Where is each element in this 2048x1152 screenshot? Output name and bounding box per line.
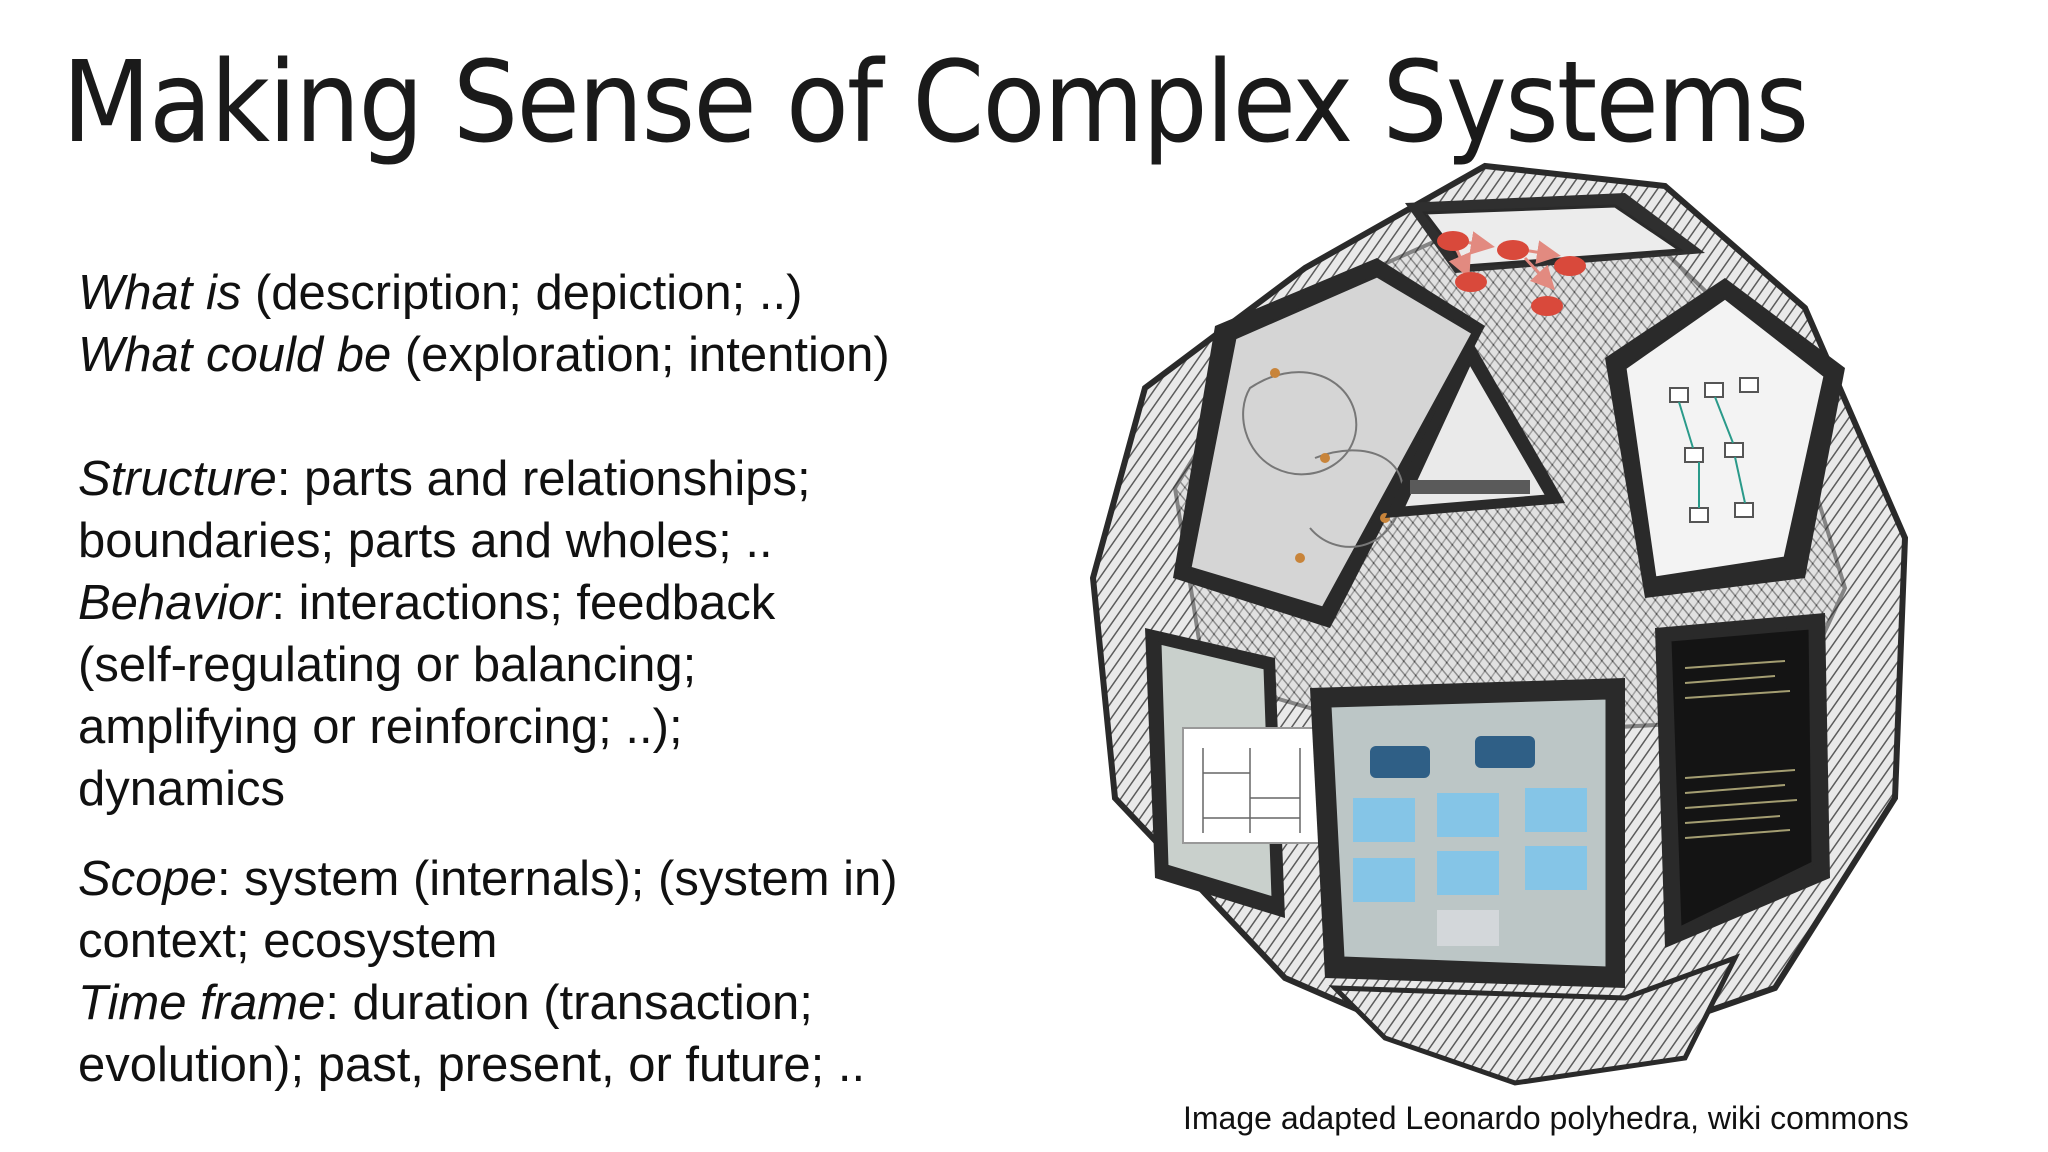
term-what-could-be: What could be xyxy=(78,328,392,382)
blue-box-5 xyxy=(1437,851,1499,895)
face-lower-right xyxy=(1655,613,1830,948)
slide-title: Making Sense of Complex Systems xyxy=(62,38,1809,168)
desc-behavior: : interactions; feedback xyxy=(271,576,776,630)
image-caption: Image adapted Leonardo polyhedra, wiki c… xyxy=(1183,1100,1909,1136)
line-what-could-be: What could be (exploration; intention) xyxy=(78,324,978,386)
node-5 xyxy=(1531,296,1563,316)
blue-box-6 xyxy=(1525,846,1587,890)
navy-box-2 xyxy=(1475,736,1535,768)
face-center-triangle xyxy=(1385,338,1565,518)
blue-box-1 xyxy=(1353,798,1415,842)
face-lower-center xyxy=(1310,678,1625,988)
face-top xyxy=(1405,193,1705,316)
line-structure: Structure: parts and relationships; xyxy=(78,448,978,510)
blue-box-3 xyxy=(1525,788,1587,832)
blue-box-2 xyxy=(1437,793,1499,837)
node-2 xyxy=(1497,240,1529,260)
node-1 xyxy=(1437,231,1469,251)
term-scope: Scope xyxy=(78,852,217,906)
paragraph-scope-time: Scope: system (internals); (system in) c… xyxy=(78,848,978,1096)
grey-box xyxy=(1437,910,1499,946)
face-lower-left xyxy=(1145,628,1334,918)
desc-what-could-be: (exploration; intention) xyxy=(391,328,890,382)
term-time-frame: Time frame xyxy=(78,976,326,1030)
line-amplifying: amplifying or reinforcing; ..); xyxy=(78,700,683,754)
line-dynamics: dynamics xyxy=(78,762,285,816)
face-upper-left xyxy=(1173,258,1485,628)
line-evolution: evolution); past, present, or future; .. xyxy=(78,1038,866,1092)
line-scope: Scope: system (internals); (system in) xyxy=(78,848,978,910)
face-upper-right xyxy=(1605,278,1845,598)
term-behavior: Behavior xyxy=(78,576,272,630)
desc-what-is: (description; depiction; ..) xyxy=(241,266,803,320)
line-boundaries: boundaries; parts and wholes; .. xyxy=(78,514,773,568)
frame-bottom xyxy=(1328,953,1741,1086)
navy-box-1 xyxy=(1370,746,1430,778)
desc-scope: : system (internals); (system in) xyxy=(216,852,898,906)
term-what-is: What is xyxy=(78,266,242,320)
polyhedron-illustration xyxy=(1089,162,1909,1086)
line-self-regulating: (self-regulating or balancing; xyxy=(78,638,697,692)
blue-box-4 xyxy=(1353,858,1415,902)
body-text: What is (description; depiction; ..) Wha… xyxy=(78,262,978,1096)
desc-structure: : parts and relationships; xyxy=(276,452,811,506)
polyhedron-figure xyxy=(1085,158,1985,1118)
line-behavior: Behavior: interactions; feedback xyxy=(78,572,978,634)
desc-time-frame: : duration (transaction; xyxy=(325,976,813,1030)
line-context: context; ecosystem xyxy=(78,914,498,968)
line-what-is: What is (description; depiction; ..) xyxy=(78,262,978,324)
node-3 xyxy=(1554,256,1586,276)
paragraph-what-is: What is (description; depiction; ..) Wha… xyxy=(78,262,978,386)
paragraph-structure-behavior: Structure: parts and relationships; boun… xyxy=(78,448,978,820)
node-4 xyxy=(1455,272,1487,292)
line-time-frame: Time frame: duration (transaction; xyxy=(78,972,978,1034)
term-structure: Structure xyxy=(78,452,277,506)
